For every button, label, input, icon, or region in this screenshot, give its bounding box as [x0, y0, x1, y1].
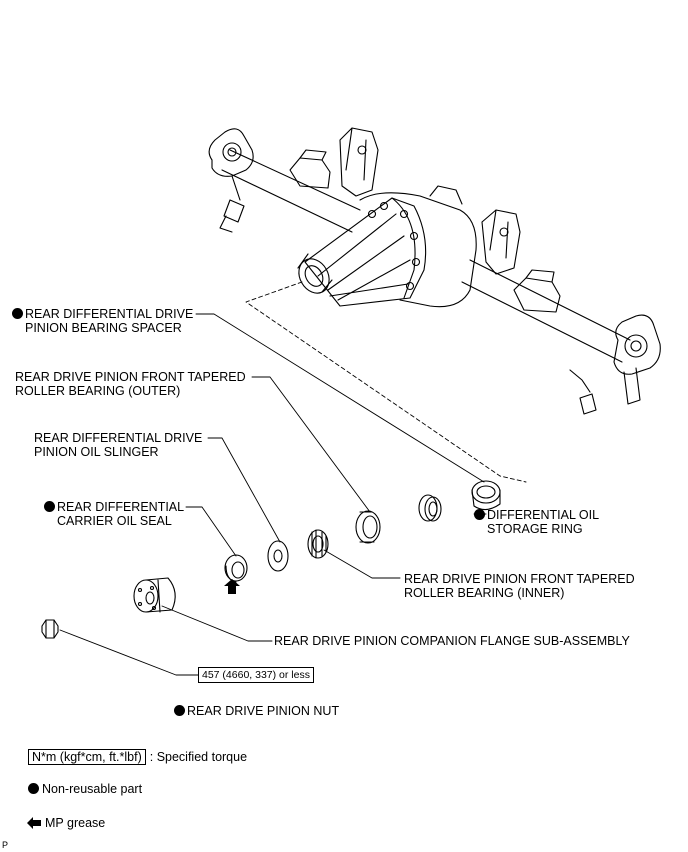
bearing-spacer-part: [471, 480, 501, 511]
label-oil-slinger-line2: PINION OIL SLINGER: [34, 445, 159, 459]
label-oil-slinger: REAR DIFFERENTIAL DRIVE PINION OIL SLING…: [34, 431, 202, 459]
label-oil-storage-ring-line2: STORAGE RING: [487, 522, 583, 536]
label-pinion-nut-text: REAR DRIVE PINION NUT: [187, 704, 340, 718]
non-reusable-dot-icon: [174, 705, 185, 716]
companion-flange-part: [133, 577, 176, 613]
legend-torque-desc: : Specified torque: [149, 750, 248, 764]
oil-slinger-part: [267, 540, 289, 572]
label-oil-storage-ring-line1: DIFFERENTIAL OIL: [487, 508, 600, 522]
label-front-bearing-inner-line1: REAR DRIVE PINION FRONT TAPERED: [404, 572, 635, 586]
label-bearing-spacer-line1: REAR DIFFERENTIAL DRIVE: [25, 307, 194, 321]
label-oil-storage-ring: DIFFERENTIAL OIL STORAGE RING: [474, 508, 599, 536]
label-bearing-spacer: REAR DIFFERENTIAL DRIVE PINION BEARING S…: [12, 307, 193, 335]
alignment-dashed-line: [245, 281, 527, 483]
label-oil-slinger-line1: REAR DIFFERENTIAL DRIVE: [34, 431, 203, 445]
label-oil-seal-line1: REAR DIFFERENTIAL: [57, 500, 185, 514]
non-reusable-dot-icon: [28, 783, 39, 794]
leader-lines: [59, 313, 487, 676]
label-bearing-spacer-line2: PINION BEARING SPACER: [25, 321, 182, 335]
legend-non-reusable-text: Non-reusable part: [42, 782, 143, 796]
pinion-nut-part: [41, 619, 59, 639]
label-pinion-nut: REAR DRIVE PINION NUT: [174, 704, 339, 718]
label-front-bearing-outer: REAR DRIVE PINION FRONT TAPERED ROLLER B…: [15, 370, 246, 398]
oil-seal-part: [224, 554, 248, 583]
front-bearing-inner-part: [307, 529, 329, 559]
left-arrow-icon: [27, 817, 41, 829]
legend-grease-text: MP grease: [45, 816, 106, 830]
non-reusable-dot-icon: [12, 308, 23, 319]
legend-torque: N*m (kgf*cm, ft.*lbf): Specified torque: [28, 749, 247, 765]
legend-torque-unit: N*m (kgf*cm, ft.*lbf): [28, 749, 146, 765]
oil-storage-ring-part: [418, 494, 442, 522]
legend-grease: MP grease: [26, 815, 105, 831]
label-front-bearing-inner-line2: ROLLER BEARING (INNER): [404, 586, 565, 600]
torque-value-box: 457 (4660, 337) or less: [198, 667, 314, 683]
label-front-bearing-outer-line1: REAR DRIVE PINION FRONT TAPERED: [15, 370, 246, 384]
label-oil-seal-line2: CARRIER OIL SEAL: [57, 514, 172, 528]
legend-non-reusable: Non-reusable part: [28, 781, 142, 797]
label-front-bearing-inner: REAR DRIVE PINION FRONT TAPERED ROLLER B…: [404, 572, 635, 600]
label-front-bearing-outer-line2: ROLLER BEARING (OUTER): [15, 384, 181, 398]
non-reusable-dot-icon: [44, 501, 55, 512]
front-bearing-outer-part: [355, 510, 381, 544]
grease-arrow-icon: [224, 579, 240, 594]
rear-axle-housing: [208, 127, 661, 415]
corner-code: P: [2, 840, 9, 850]
non-reusable-dot-icon: [474, 509, 485, 520]
label-companion-flange: REAR DRIVE PINION COMPANION FLANGE SUB-A…: [274, 634, 630, 648]
label-companion-flange-text: REAR DRIVE PINION COMPANION FLANGE SUB-A…: [274, 634, 630, 648]
label-oil-seal: REAR DIFFERENTIAL CARRIER OIL SEAL: [44, 500, 184, 528]
